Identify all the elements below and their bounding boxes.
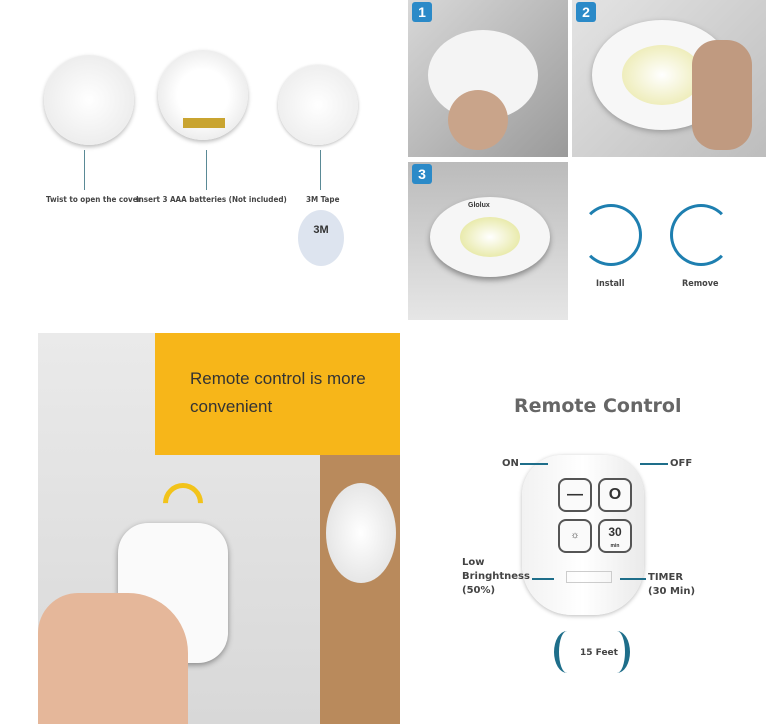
remove-label: Remove — [682, 279, 719, 289]
caption-line-1: Remote control is more — [190, 369, 366, 388]
back-plate-image — [278, 65, 358, 145]
timer-label: TIMER (30 Min) — [648, 572, 696, 597]
install-step-2: 2 — [572, 0, 766, 157]
low-brightness-button[interactable]: ☼ — [558, 519, 592, 553]
wall-light-image — [326, 483, 396, 583]
step-badge-1: 1 — [412, 2, 432, 22]
timer-button[interactable]: 30 min — [598, 519, 632, 553]
low-brightness-label: Low Bringhtness (50%) — [462, 557, 530, 596]
clockwise-arrow-icon — [580, 204, 642, 266]
on-button[interactable]: — — [558, 478, 592, 512]
step-badge-2: 2 — [576, 2, 596, 22]
range-label: 15 Feet — [580, 648, 618, 658]
step3-label: 3M Tape — [306, 195, 340, 204]
steps-panel: Twist to open the cover Insert 3 AAA bat… — [0, 0, 400, 320]
step-badge-3: 3 — [412, 164, 432, 184]
signal-waves-right-icon — [604, 631, 630, 673]
light-cover-image — [44, 55, 134, 145]
off-button[interactable]: O — [598, 478, 632, 512]
battery-icon — [183, 118, 225, 128]
step2-label: Insert 3 AAA batteries (Not included) — [136, 195, 287, 204]
signal-waves-left-icon — [554, 631, 580, 673]
caption-line-2: convenient — [190, 397, 273, 416]
remote-title: Remote Control — [514, 395, 682, 417]
3m-tape-image: 3M — [298, 210, 344, 266]
off-label: OFF — [670, 458, 693, 469]
step1-label: Twist to open the cover — [46, 195, 142, 204]
counterclockwise-arrow-icon — [670, 204, 732, 266]
on-label: ON — [502, 458, 519, 469]
brand-label: Glolux — [468, 202, 490, 209]
remote-photo-panel: Remote control is more convenient — [38, 333, 400, 724]
install-label: Install — [596, 279, 625, 289]
caption-box: Remote control is more convenient — [155, 333, 400, 455]
install-remove-panel: Install Remove — [572, 162, 766, 320]
install-step-3: Glolux 3 — [408, 162, 568, 320]
remote-diagram: Remote Control — O ☼ 30 min ON OFF Low B… — [420, 333, 766, 724]
install-step-1: 1 — [408, 0, 568, 157]
